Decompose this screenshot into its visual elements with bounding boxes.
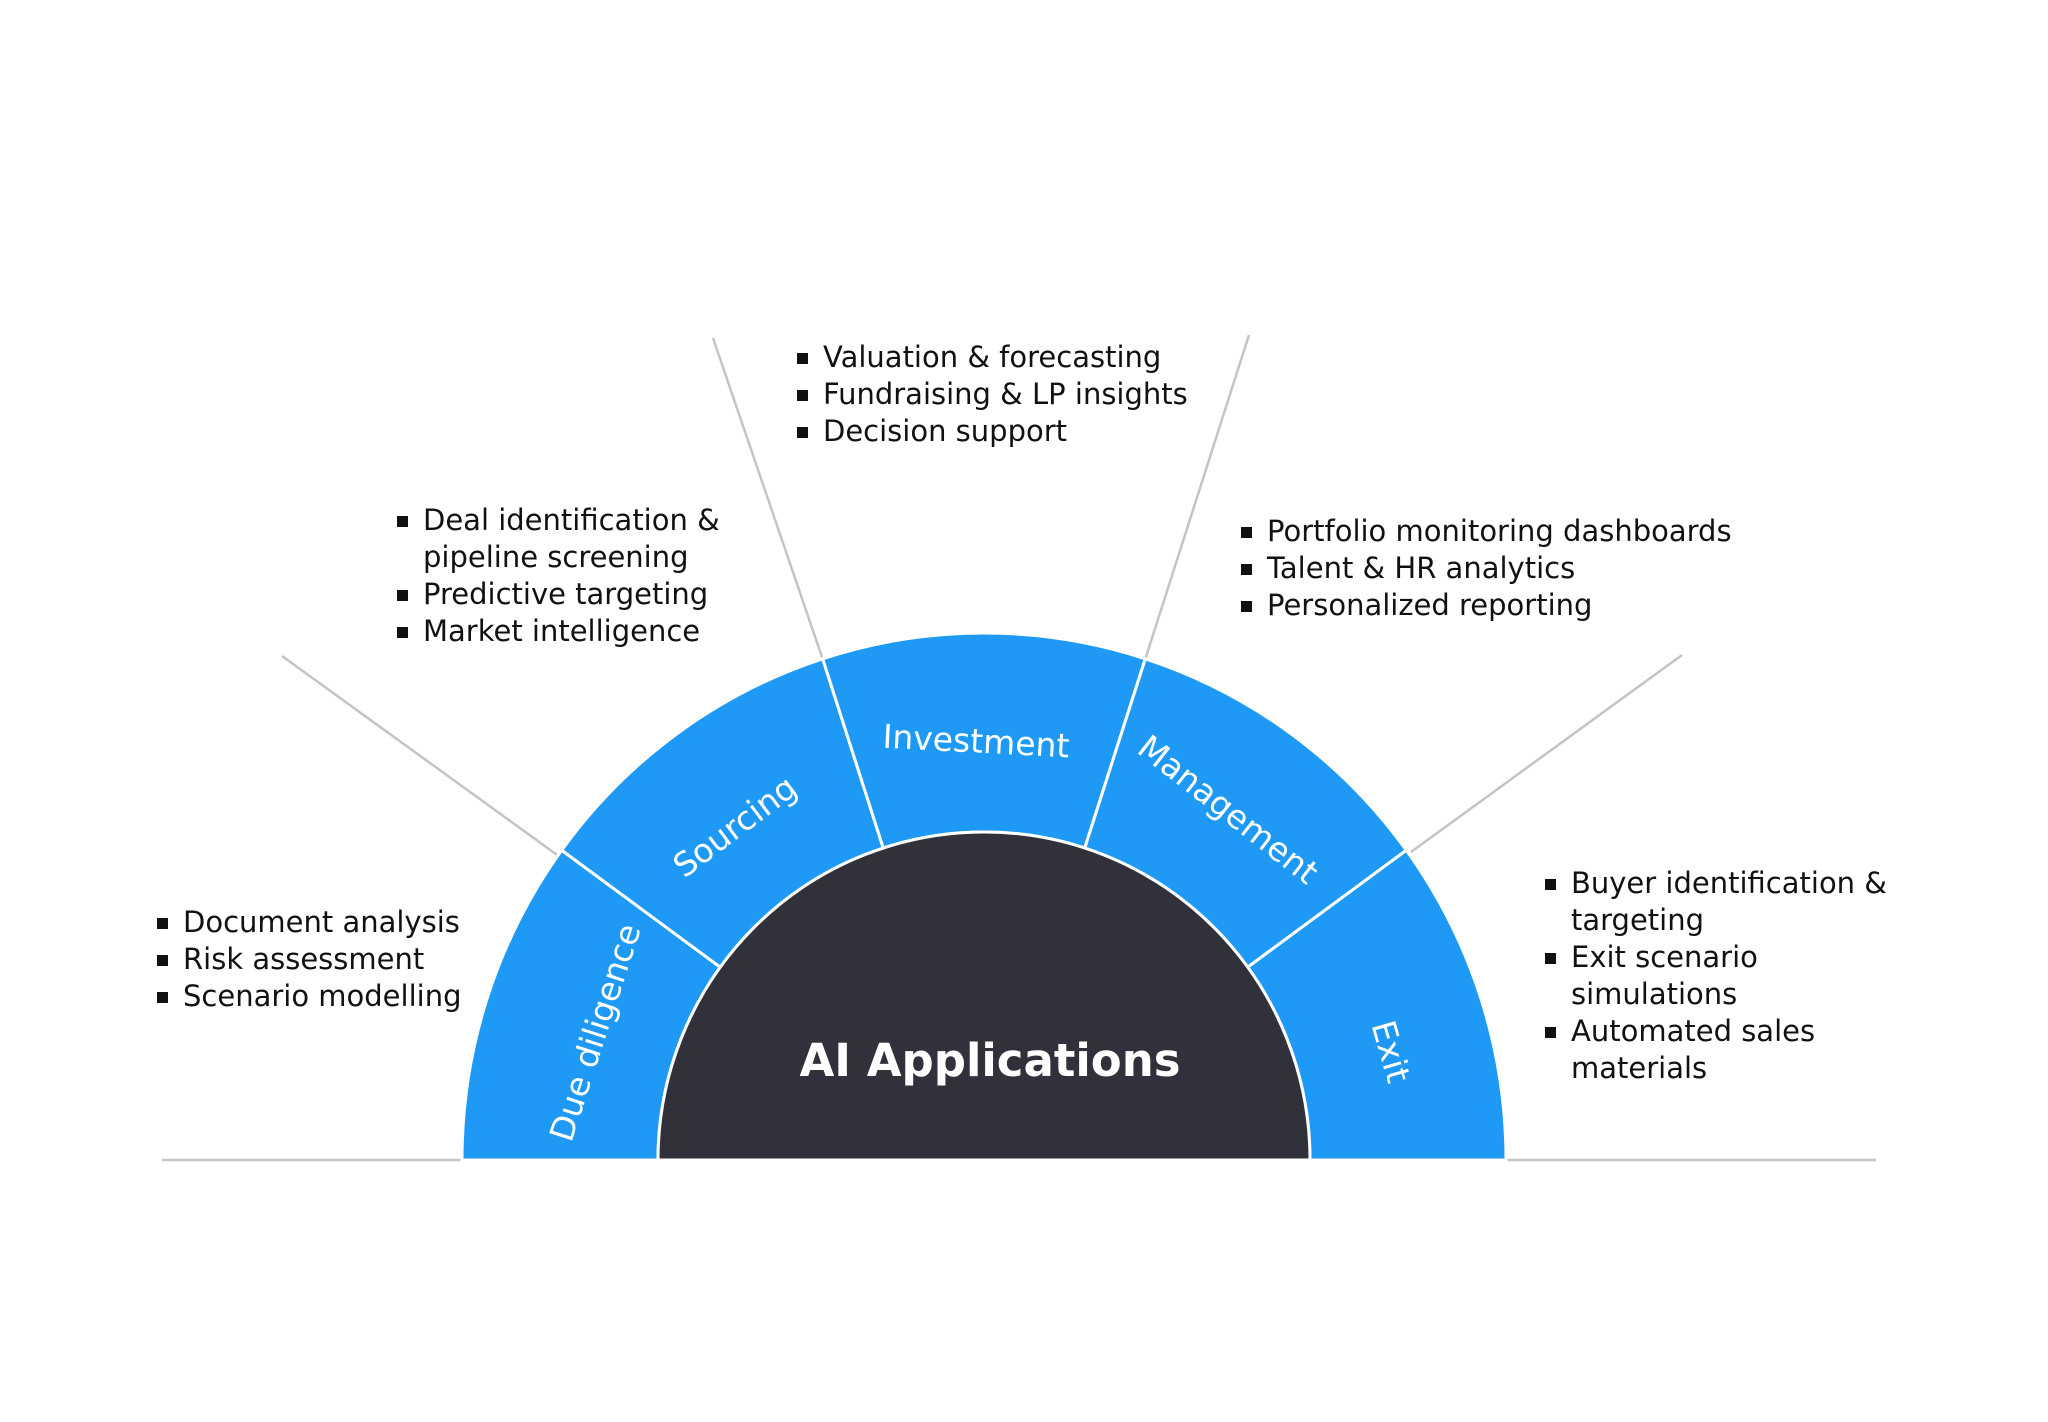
- bullet-item: Talent & HR analytics: [1241, 550, 1732, 587]
- leader-line-management-exit: [1410, 653, 1683, 854]
- bullet-item: Valuation & forecasting: [797, 339, 1188, 376]
- bullet-item-continuation: targeting: [1571, 903, 1705, 937]
- bullet-item: Personalized reporting: [1241, 587, 1732, 624]
- bullet-item: Exit scenario: [1545, 939, 1887, 976]
- leader-line-sourcing-investment: [711, 337, 825, 661]
- bullet-item-continuation: pipeline screening: [423, 540, 689, 574]
- bullet-item: Predictive targeting: [397, 576, 720, 613]
- bullet-item: Deal identification &: [397, 502, 720, 539]
- phase-segments: [460, 631, 1508, 1162]
- leader-line-investment-management: [1143, 334, 1251, 661]
- bullet-item: Portfolio monitoring dashboards: [1241, 513, 1732, 550]
- bullet-item: Automated sales: [1545, 1013, 1887, 1050]
- leader-line-due-diligence-sourcing: [281, 654, 561, 859]
- bullet-item: Decision support: [797, 413, 1188, 450]
- center-half-disc: [656, 830, 1312, 1162]
- bullet-item: Market intelligence: [397, 613, 720, 650]
- bullet-item-continuation: simulations: [1571, 977, 1738, 1011]
- bullet-item-continuation: materials: [1571, 1051, 1708, 1085]
- center-title: AI Applications: [799, 1034, 1180, 1087]
- bullet-item: Fundraising & LP insights: [797, 376, 1188, 413]
- bullet-item: Scenario modelling: [157, 978, 462, 1015]
- bullet-item: Document analysis: [157, 904, 462, 941]
- bullet-item: Risk assessment: [157, 941, 462, 978]
- bullet-item: Buyer identification &: [1545, 865, 1887, 902]
